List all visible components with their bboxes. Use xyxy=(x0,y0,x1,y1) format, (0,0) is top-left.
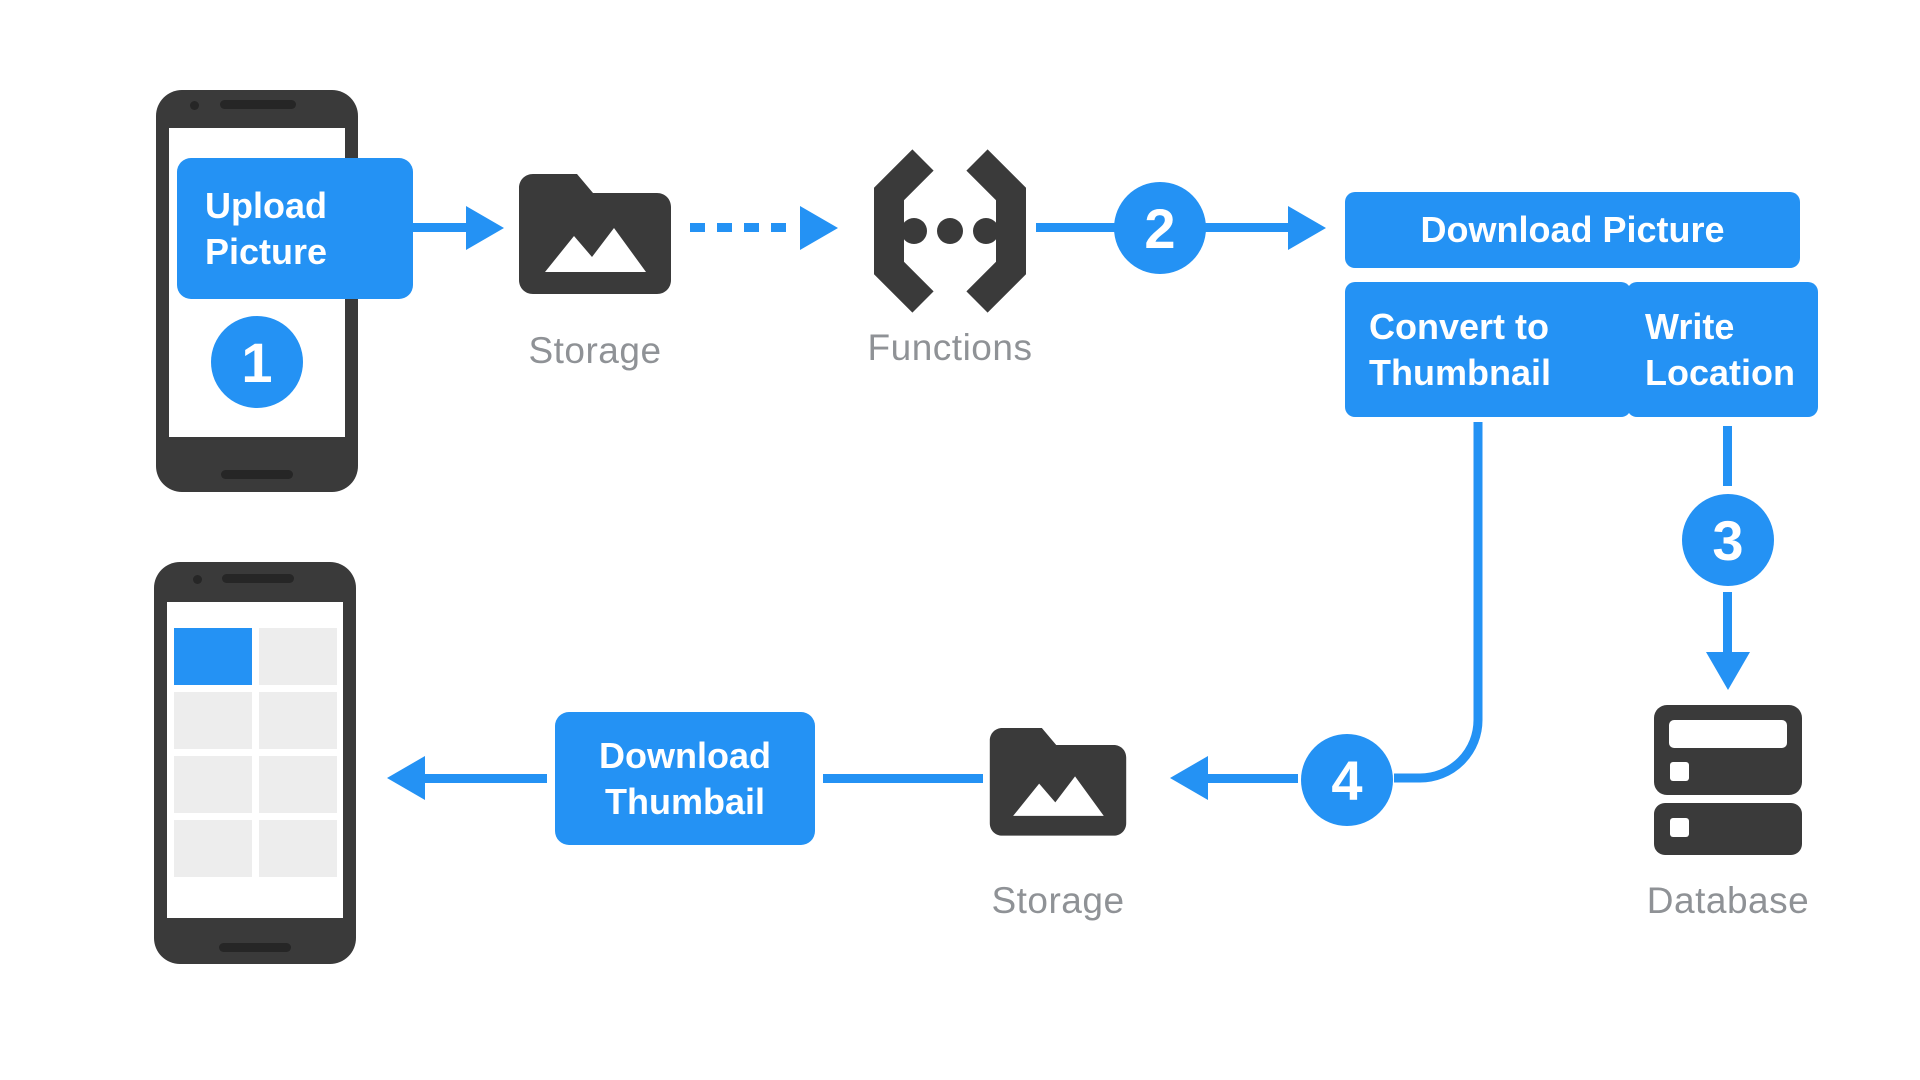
arrow-upload-to-storage-head xyxy=(466,206,504,250)
arrow-thumbnail-to-phone-head xyxy=(387,756,425,800)
convert-to-thumbnail-label: Convert to Thumbnail xyxy=(1369,306,1551,393)
step-1-badge: 1 xyxy=(211,316,303,408)
arrow-to-download-head xyxy=(1288,206,1326,250)
phone-camera-icon xyxy=(193,575,202,584)
thumbnail-tile xyxy=(174,692,252,749)
thumbnail-tile xyxy=(259,692,337,749)
arrow-to-database-head xyxy=(1706,652,1750,690)
upload-picture-node: Upload Picture xyxy=(177,158,413,299)
thumbnail-tile xyxy=(174,756,252,813)
arrow-upload-to-storage xyxy=(388,223,468,232)
download-thumbnail-label: Download Thumbail xyxy=(599,735,771,822)
phone-camera-icon xyxy=(190,101,199,110)
phone-2-frame xyxy=(154,562,356,964)
download-picture-node: Download Picture xyxy=(1345,192,1800,268)
step-4-number: 4 xyxy=(1331,748,1363,812)
database-caption: Database xyxy=(1646,880,1810,921)
phone-home-bar xyxy=(219,943,291,952)
step-4-badge: 4 xyxy=(1301,734,1393,826)
storage-bottom-icon xyxy=(989,727,1127,836)
storage-top-icon xyxy=(519,174,671,294)
database-icon xyxy=(1654,705,1802,855)
connector-3-to-database xyxy=(1723,592,1732,652)
thumbnail-tile xyxy=(259,820,337,877)
thumbnail-tile xyxy=(174,820,252,877)
write-location-node: Write Location xyxy=(1627,282,1818,417)
thumbnail-tile xyxy=(259,756,337,813)
functions-icon xyxy=(874,149,1026,313)
step-2-badge: 2 xyxy=(1114,182,1206,274)
step-1-number: 1 xyxy=(241,330,273,394)
storage-bottom-caption: Storage xyxy=(991,880,1125,921)
phone-home-bar xyxy=(221,470,293,479)
arrow-to-download-segment xyxy=(1204,223,1288,232)
thumbnail-tile-active xyxy=(174,628,252,685)
thumbnail-tile xyxy=(259,628,337,685)
arrow-functions-segment xyxy=(1036,223,1116,232)
phone-2-screen xyxy=(167,602,343,918)
arrow-thumbnail-to-phone-segment xyxy=(425,774,547,783)
download-picture-label: Download Picture xyxy=(1420,209,1725,251)
upload-picture-label: Upload Picture xyxy=(205,185,328,272)
connector-storage-to-thumbnail xyxy=(823,774,983,783)
download-thumbnail-node: Download Thumbail xyxy=(555,712,815,845)
convert-to-thumbnail-node: Convert to Thumbnail xyxy=(1345,282,1631,417)
connector-write-to-3 xyxy=(1723,426,1732,486)
write-location-label: Write Location xyxy=(1645,306,1795,393)
dashed-arrow-head xyxy=(800,206,838,250)
phone-speaker-bar xyxy=(220,100,296,109)
dashed-arrow-storage-to-functions xyxy=(690,223,796,232)
storage-top-caption: Storage xyxy=(528,330,662,371)
functions-caption: Functions xyxy=(867,327,1033,368)
step-3-badge: 3 xyxy=(1682,494,1774,586)
arrow-4-to-storage-segment xyxy=(1208,774,1298,783)
elbow-connector-convert-to-4 xyxy=(1394,422,1483,783)
thumbnail-grid xyxy=(174,628,337,877)
step-2-number: 2 xyxy=(1144,196,1176,260)
phone-speaker-bar xyxy=(222,574,294,583)
step-3-number: 3 xyxy=(1712,508,1744,572)
arrow-4-to-storage-head xyxy=(1170,756,1208,800)
